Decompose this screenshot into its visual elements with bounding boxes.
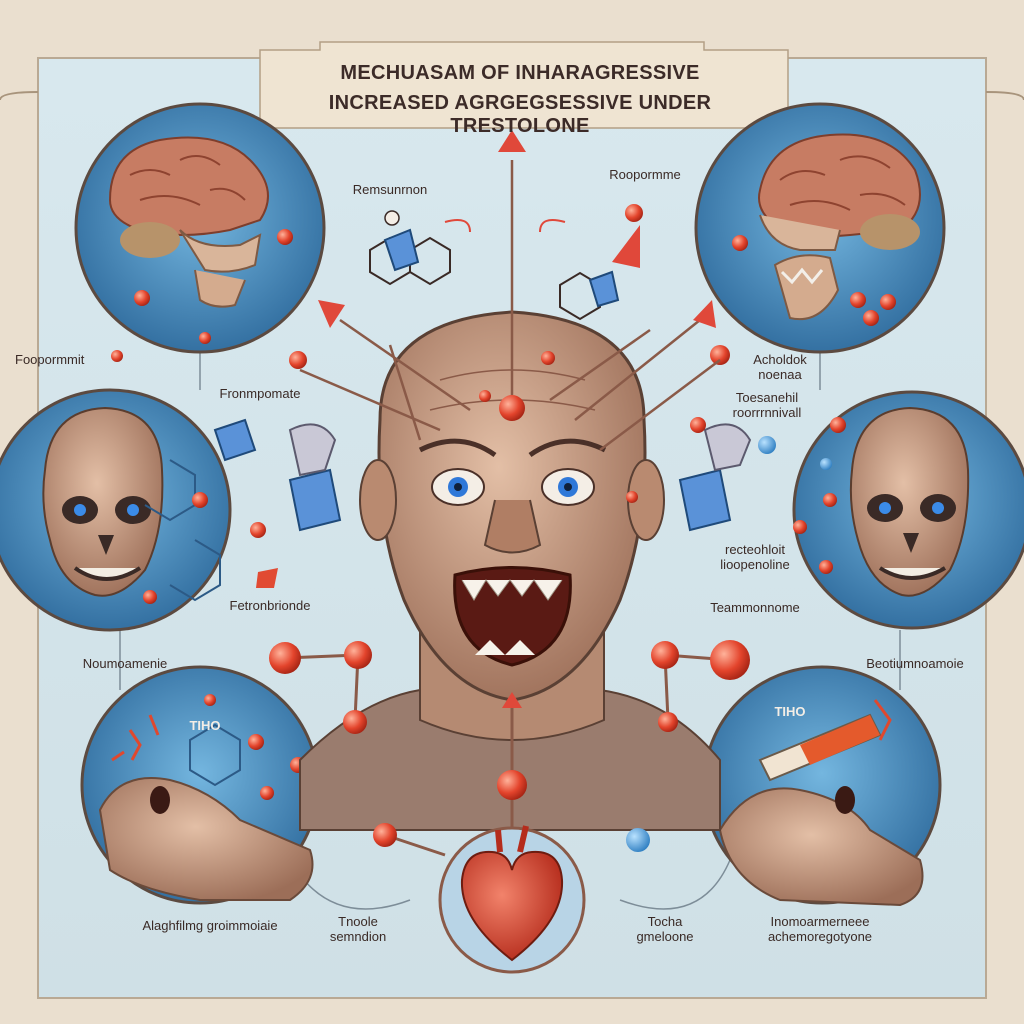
label-left-outer: Foopormmit <box>15 352 85 367</box>
label-bottom-left: Alaghfilmg groimmoiaie <box>142 918 278 933</box>
panel-right-text: TIHO <box>774 704 806 719</box>
vial-icon <box>758 713 882 782</box>
skull-icon-left <box>42 406 164 597</box>
label-right-lower: Beotiumnoamoie <box>866 656 964 671</box>
label-right-upper-b: Toesanehil roorrrnnivall <box>732 390 802 420</box>
screaming-man-icon-left <box>98 777 314 901</box>
title-line-1: MECHUASAM OF INHARAGRESSIVE <box>340 62 700 84</box>
heart-icon <box>460 825 564 962</box>
label-left-middle: Fetronbrionde <box>229 598 311 613</box>
label-left-lower: Noumoamenie <box>82 656 168 671</box>
label-bottom-center-left: Tnoole semndion <box>329 914 387 944</box>
brain-skull-icon <box>108 136 269 308</box>
label-top-left-molecule: Remsunrnon <box>352 182 428 197</box>
label-left-inner: Fronmpomate <box>219 386 301 401</box>
label-right-middle-b: Teammonnome <box>710 600 800 615</box>
screaming-man-icon-right <box>718 786 924 907</box>
label-bottom-right: Inomoarmerneee achemoregotyone <box>767 914 873 944</box>
label-top-right-molecule: Roopormme <box>609 167 681 182</box>
panel-left-text: TIHO <box>189 718 221 733</box>
title-line-2: INCREASED AGRGEGSESSIVE UNDER TRESTOLONE <box>328 92 712 137</box>
label-right-upper-a: Acholdok noenaa <box>753 352 807 382</box>
label-right-middle: recteohloit lioopenoline <box>720 542 790 572</box>
brain-skull-icon-right <box>758 133 921 321</box>
skull-icon-right <box>849 406 970 597</box>
label-bottom-center-right: Tocha gmeloone <box>636 914 694 944</box>
angry-man-figure <box>299 310 721 831</box>
